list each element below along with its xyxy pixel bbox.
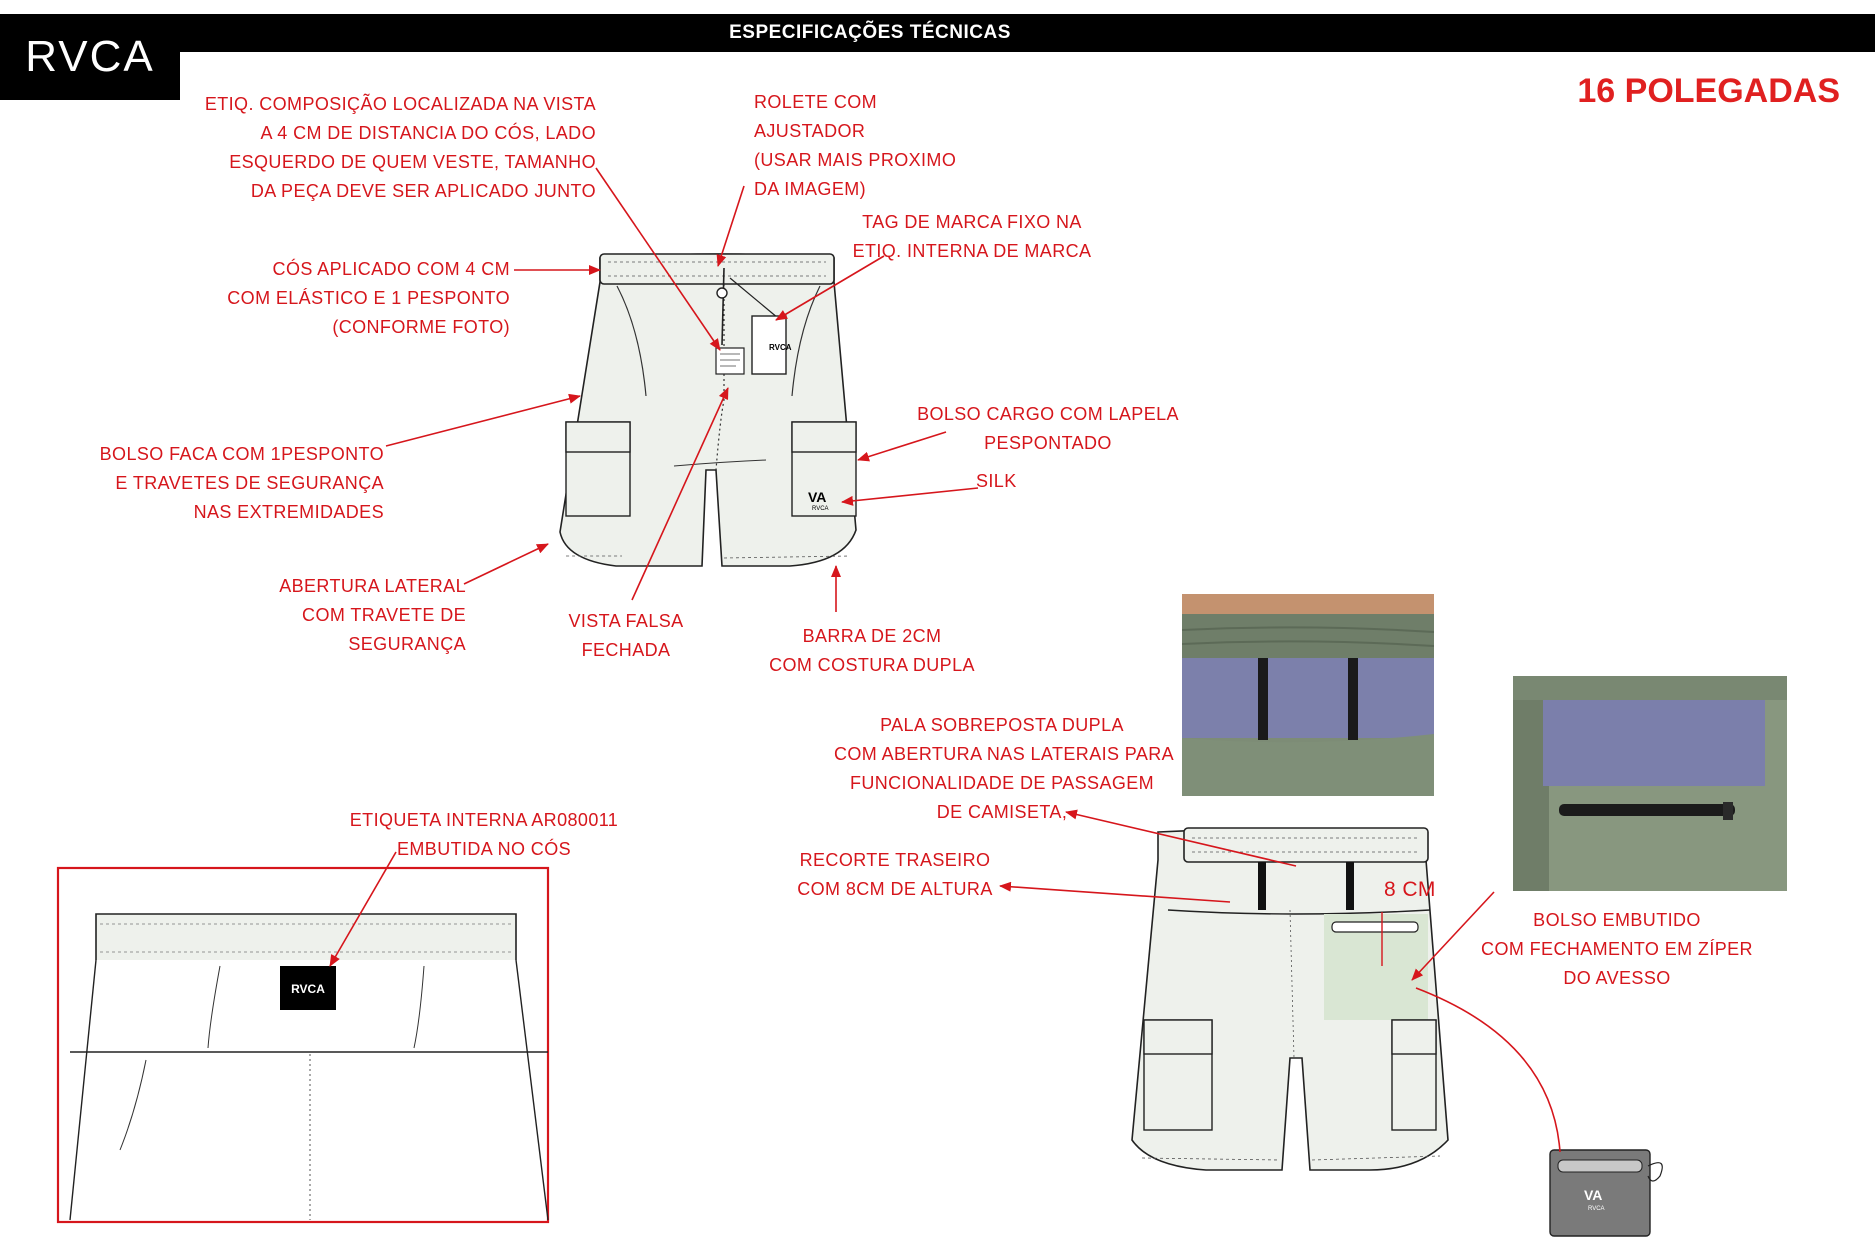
photo-waistband-back <box>1182 594 1434 796</box>
silk-logo: VA <box>808 489 826 505</box>
note-bolso-cargo: BOLSO CARGO COM LAPELA PESPONTADO <box>917 404 1179 453</box>
note-abertura-lateral: ABERTURA LATERAL COM TRAVETE DE SEGURANÇ… <box>279 576 466 654</box>
back-shorts-drawing <box>1131 827 1449 1171</box>
waistband-detail-box <box>56 866 550 1224</box>
note-bolso-faca: BOLSO FACA COM 1PESPONTO E TRAVETES DE S… <box>99 444 384 522</box>
photo-zip-pocket <box>1513 676 1787 891</box>
note-etiqueta-interna: ETIQUETA INTERNA AR080011 EMBUTIDA NO CÓ… <box>349 810 619 859</box>
note-bolso-embutido: BOLSO EMBUTIDO COM FECHAMENTO EM ZÍPER D… <box>1481 910 1753 988</box>
note-tag-marca: TAG DE MARCA FIXO NA ETIQ. INTERNA DE MA… <box>852 212 1092 261</box>
front-shorts-drawing <box>559 253 857 567</box>
silk-logo-sub: RVCA <box>812 506 829 512</box>
inner-label-logo: RVCA <box>291 982 325 996</box>
note-pala: PALA SOBREPOSTA DUPLA COM ABERTURA NAS L… <box>834 715 1175 822</box>
brand-logo: RVCA <box>0 14 180 100</box>
hang-tag-logo: RVCA <box>769 343 792 352</box>
size-label: 16 POLEGADAS <box>1577 72 1840 110</box>
pouch-logo: VA <box>1584 1187 1602 1203</box>
note-rolete: ROLETE COM AJUSTADOR (USAR MAIS PROXIMO … <box>754 92 957 199</box>
note-cos: CÓS APLICADO COM 4 CM COM ELÁSTICO E 1 P… <box>227 259 510 337</box>
note-barra: BARRA DE 2CM COM COSTURA DUPLA <box>769 626 975 675</box>
pouch-logo-sub: RVCA <box>1588 1206 1605 1212</box>
note-medida-8cm: 8 CM <box>1384 878 1436 901</box>
header-bar: ESPECIFICAÇÕES TÉCNICAS <box>0 14 1875 52</box>
leader-lines <box>329 167 1561 1153</box>
page-title: ESPECIFICAÇÕES TÉCNICAS <box>729 22 1011 43</box>
note-recorte: RECORTE TRASEIRO COM 8CM DE ALTURA <box>797 850 993 899</box>
brand-logo-text: RVCA <box>25 32 155 81</box>
note-etiq-composicao: ETIQ. COMPOSIÇÃO LOCALIZADA NA VISTA A 4… <box>204 94 596 201</box>
pocket-pouch-drawing <box>1549 1149 1663 1237</box>
note-silk: SILK <box>976 471 1017 491</box>
note-vista-falsa: VISTA FALSA FECHADA <box>568 611 684 660</box>
